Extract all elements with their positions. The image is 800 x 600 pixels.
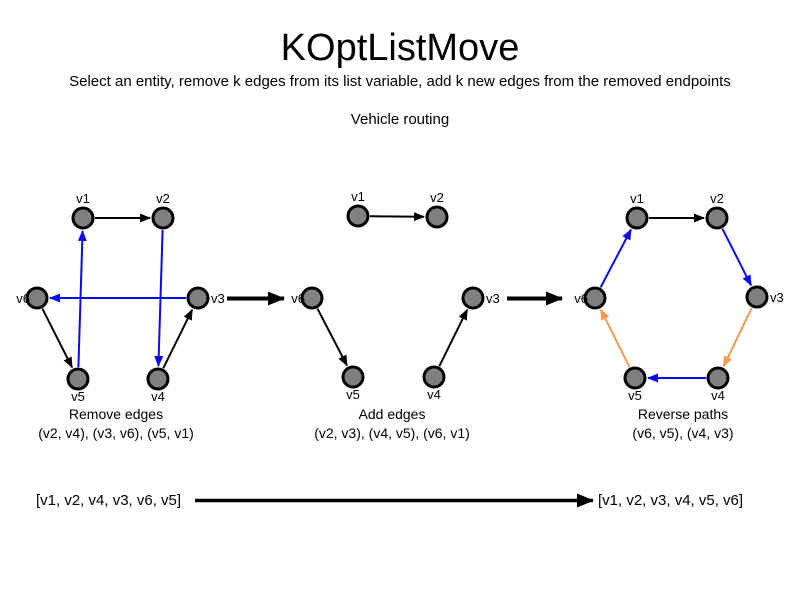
remove-edges-graph-node-v3 [186,286,210,310]
remove-edges-graph-label-v1: v1 [76,191,90,206]
remove-edges-graph-label-v2: v2 [156,191,170,206]
remove-edges-graph-node-v4 [146,367,170,391]
add-edges-graph-node-v1 [346,204,370,228]
remove-edges-graph-edge-v5-v1 [77,230,87,368]
caption-remove-edges: Remove edges (v2, v4), (v3, v6), (v5, v1… [6,405,226,443]
remove-edges-graph-node-v5 [66,367,90,391]
add-edges-graph-label-v1: v1 [351,189,365,204]
caption-add-edges-detail: (v2, v3), (v4, v5), (v6, v1) [314,425,470,441]
add-edges-graph-edge-v4-v3 [438,308,469,367]
add-edges-graph-node-v6 [300,286,324,310]
reverse-paths-graph-edge-v2-v3 [721,228,752,287]
reverse-paths-graph-node-v4 [706,366,730,390]
add-edges-graph-node-v4 [422,365,446,389]
page-title: KOptListMove [280,27,520,69]
reverse-paths-graph-label-v1: v1 [630,191,644,206]
remove-edges-graph-node-v1 [71,206,95,230]
reverse-paths-graph-edge-v6-v1 [599,228,632,288]
add-edges-graph-node-v5 [341,365,365,389]
context-label: Vehicle routing [350,111,450,128]
remove-edges-graph-edge-v4-v3 [162,308,194,369]
add-edges-graph-label-v6: v6 [291,291,305,306]
reverse-paths-graph-edge-v5-v6 [599,308,631,368]
reverse-paths-graph-node-v3 [745,285,769,309]
reverse-paths-graph-node-v6 [583,286,607,310]
caption-add-edges: Add edges (v2, v3), (v4, v5), (v6, v1) [282,405,502,443]
reverse-paths-graph-label-v2: v2 [710,191,724,206]
reverse-paths-graph-label-v3: v3 [770,290,784,305]
list-after: [v1, v2, v3, v4, v5, v6] [598,492,744,509]
reverse-paths-graph-label-v4: v4 [711,388,725,403]
caption-add-edges-title: Add edges [358,406,426,422]
reverse-paths-graph-label-v6: v6 [574,291,588,306]
caption-remove-edges-detail: (v2, v4), (v3, v6), (v5, v1) [38,425,194,441]
reverse-paths-graph-node-v2 [705,206,729,230]
remove-edges-graph-node-v6 [25,286,49,310]
reverse-paths-graph-node-v1 [625,206,649,230]
reverse-paths-graph-label-v5: v5 [628,388,642,403]
remove-edges-graph-node-v2 [151,206,175,230]
remove-edges-graph-label-v5: v5 [71,389,85,404]
remove-edges-graph-label-v3: v3 [211,291,225,306]
add-edges-graph-label-v3: v3 [486,291,500,306]
reverse-paths-graph-node-v5 [623,366,647,390]
reverse-paths-graph-edge-v3-v4 [722,307,753,368]
caption-reverse-paths: Reverse paths (v6, v5), (v4, v3) [573,405,793,443]
subtitle: Select an entity, remove k edges from it… [69,73,731,90]
add-edges-graph-label-v4: v4 [427,387,441,402]
remove-edges-graph-label-v6: v6 [16,291,30,306]
add-edges-graph-label-v2: v2 [430,190,444,205]
add-edges-graph-edge-v1-v2 [369,212,425,222]
add-edges-graph-node-v3 [461,286,485,310]
caption-reverse-paths-title: Reverse paths [637,406,729,422]
caption-remove-edges-title: Remove edges [68,406,164,422]
list-before: [v1, v2, v4, v3, v6, v5] [36,492,182,509]
caption-reverse-paths-detail: (v6, v5), (v4, v3) [632,425,734,441]
remove-edges-graph-label-v4: v4 [151,389,165,404]
add-edges-graph-node-v2 [425,205,449,229]
remove-edges-graph-edge-v6-v5 [41,308,73,369]
add-edges-graph-edge-v6-v5 [316,308,348,367]
add-edges-graph-label-v5: v5 [346,387,360,402]
